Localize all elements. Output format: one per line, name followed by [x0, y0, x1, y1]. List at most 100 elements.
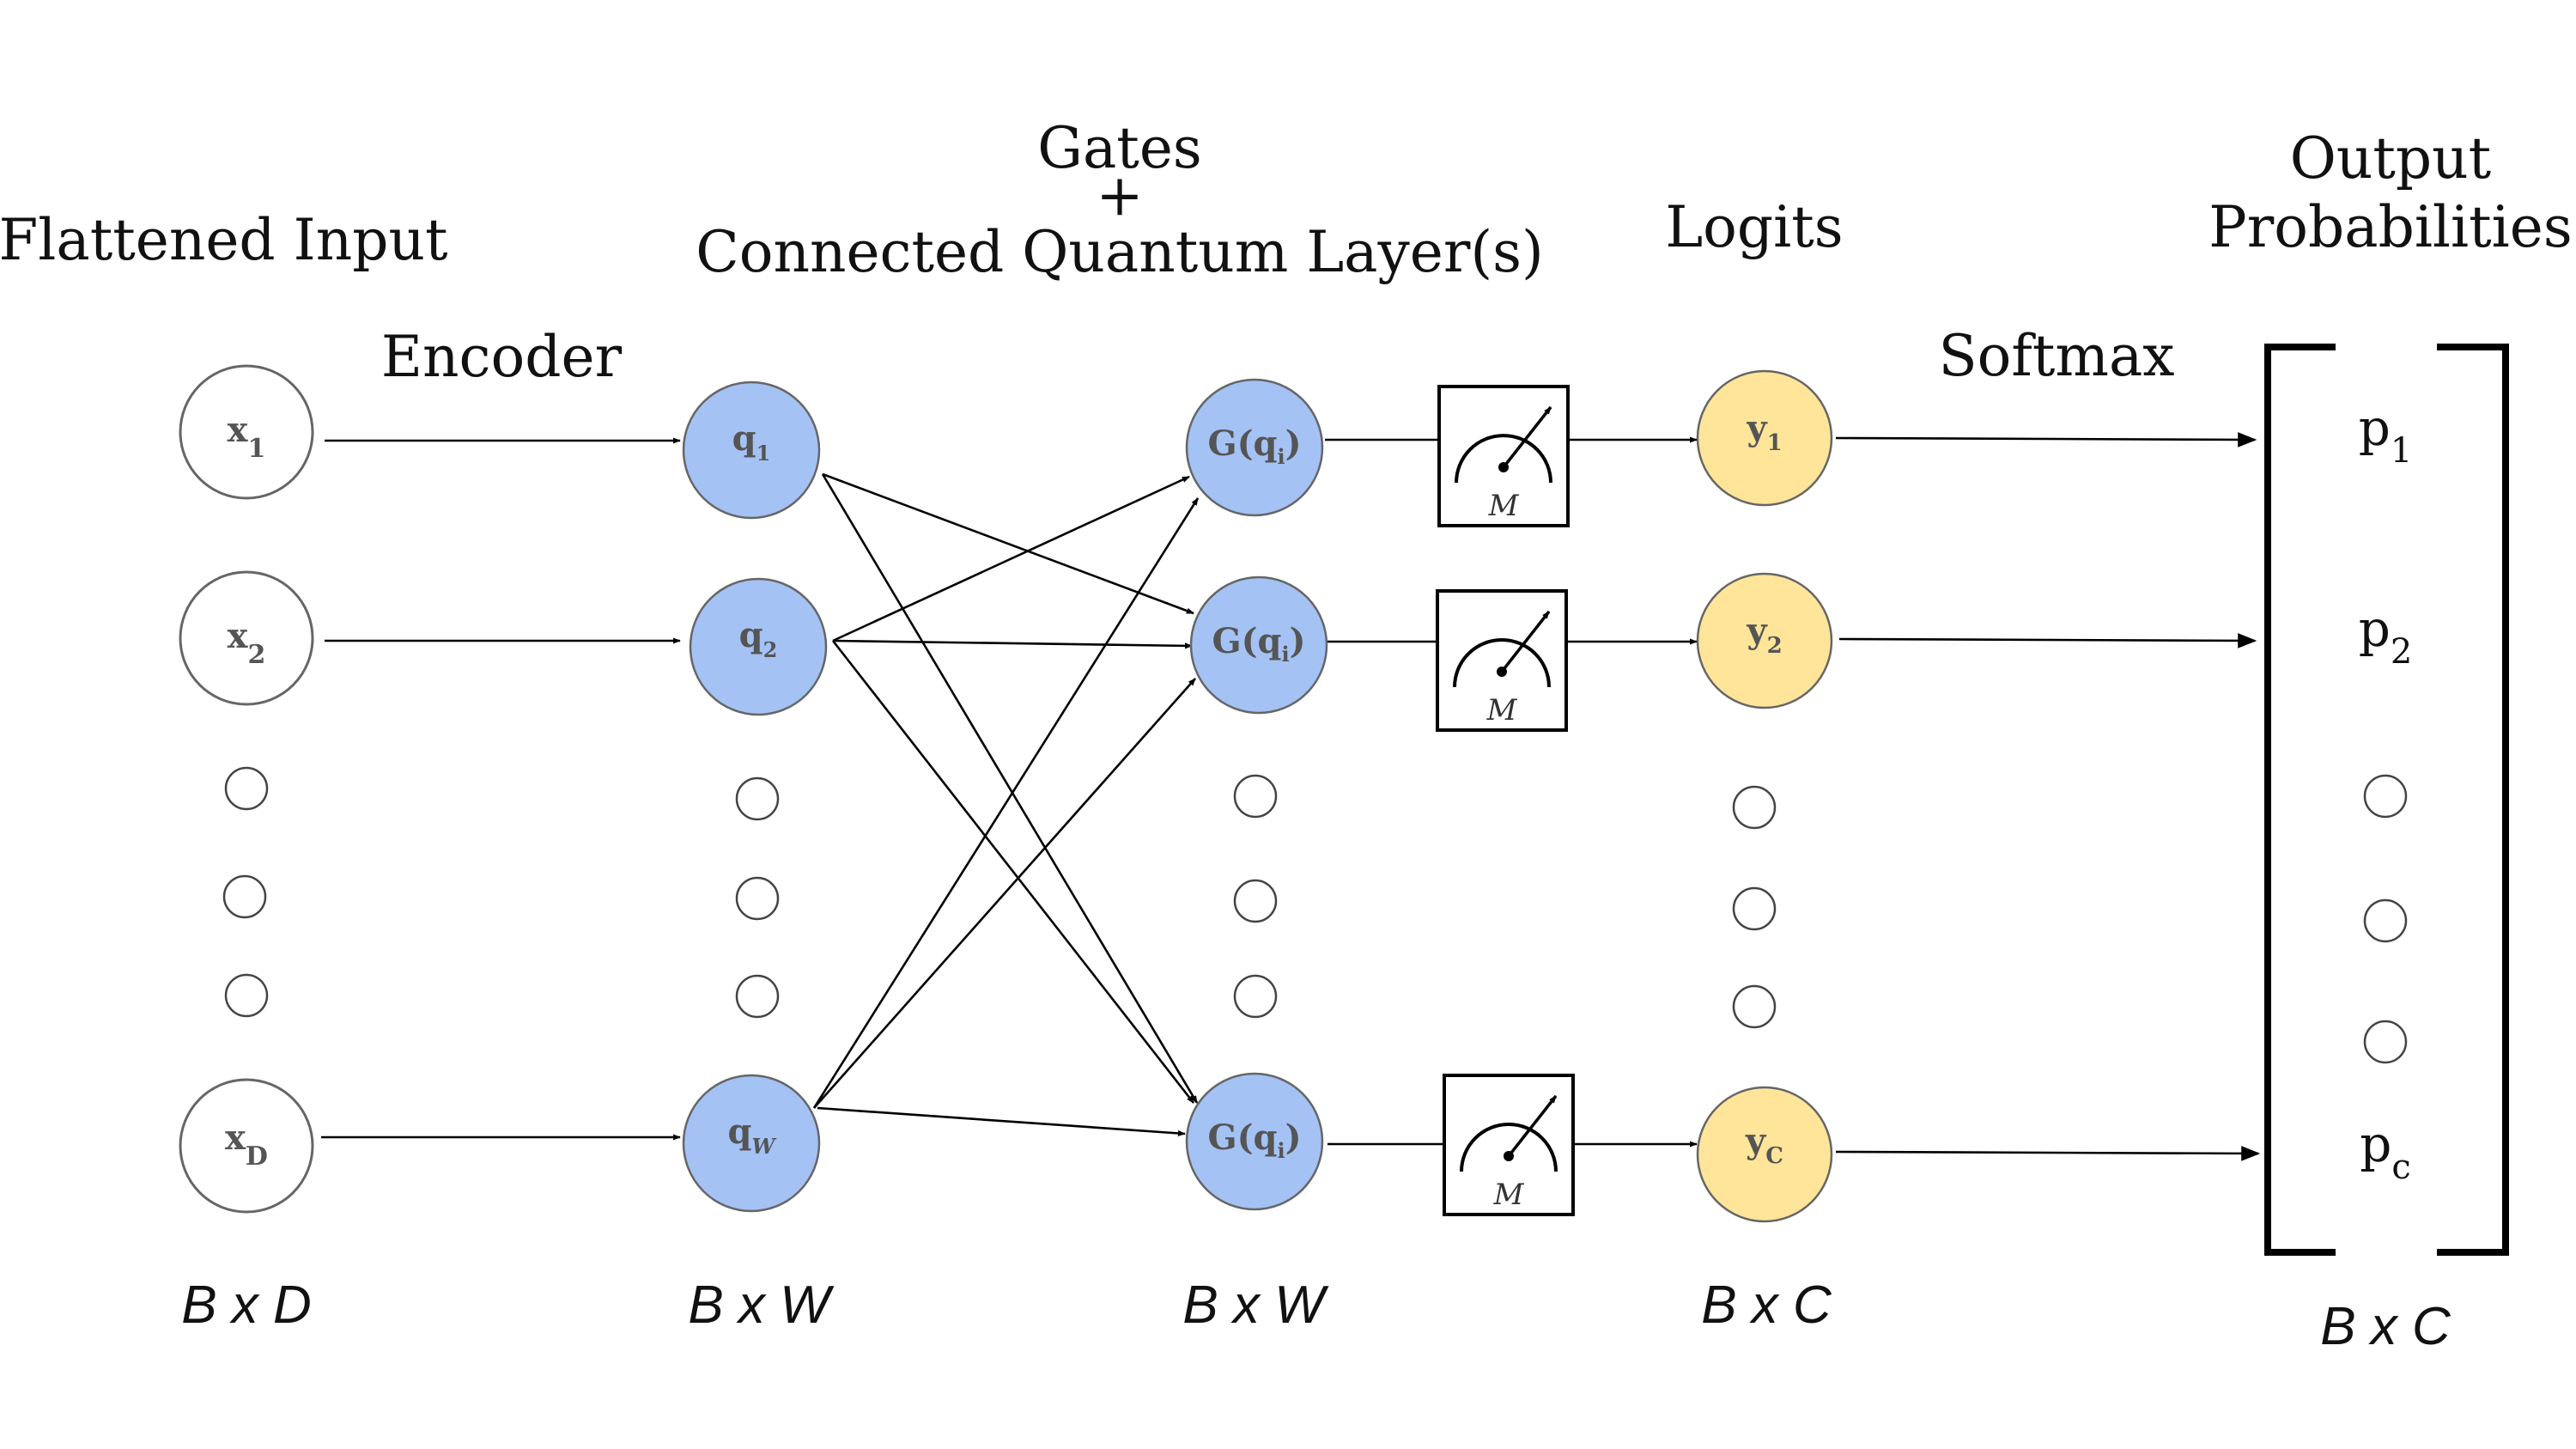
ellipsis-dot	[224, 766, 269, 811]
node-label: xD	[225, 1117, 268, 1172]
input-node-x2: x2	[179, 570, 314, 706]
meter-pivot	[1497, 667, 1507, 677]
heading-encoder: Encoder	[381, 324, 623, 390]
edge-yC-pc	[1835, 1146, 2261, 1161]
meter-needle	[1507, 1094, 1558, 1158]
measurement-meter-icon: M	[1443, 1074, 1575, 1216]
heading-softmax: Softmax	[1938, 323, 2174, 389]
edge-q1-g2	[822, 472, 1194, 615]
meter-pivot	[1498, 462, 1509, 472]
node-circle	[1696, 1086, 1833, 1223]
node-label: G(qi)	[1212, 621, 1305, 667]
ellipsis-dot	[1233, 774, 1278, 819]
node-label: q1	[732, 418, 771, 466]
meter-pivot	[1504, 1151, 1514, 1161]
probability-pc: pc	[2360, 1115, 2411, 1187]
node-circle	[179, 1078, 314, 1214]
measurement-meter-icon: M	[1437, 385, 1570, 527]
node-label: x1	[228, 410, 266, 464]
ellipsis-dot	[1732, 984, 1777, 1029]
meter-dial	[1453, 638, 1551, 688]
ellipsis-dot	[224, 973, 269, 1018]
meter-needle	[1502, 405, 1552, 469]
node-circle	[1696, 572, 1833, 709]
logit-node-y2: y2	[1696, 572, 1833, 709]
node-circle	[179, 570, 314, 706]
node-circle	[1185, 1072, 1324, 1211]
ellipsis-dot	[2363, 898, 2408, 943]
ellipsis-dot	[1732, 785, 1777, 830]
node-circle	[682, 381, 821, 520]
output-column: p1 p2 pc B x C	[2264, 344, 2509, 1356]
edge-q2-g2	[832, 639, 1193, 649]
meter-dial	[1460, 1123, 1558, 1172]
meter-frame	[1437, 385, 1570, 527]
dimension-label-logits: B x C	[1701, 1275, 1832, 1335]
edge-y1-p1	[1835, 432, 2257, 447]
node-label: G(qi)	[1207, 1117, 1301, 1163]
gate-node-3: G(qi)	[1185, 1072, 1324, 1211]
node-label: y1	[1746, 408, 1782, 456]
edge-y2-p2	[1838, 633, 2257, 648]
heading-gates: Gates	[1037, 115, 1202, 181]
ellipsis-dot	[735, 776, 780, 821]
right-bracket	[2437, 344, 2509, 1256]
probability-p1: p1	[2359, 399, 2413, 471]
gate-node-2: G(qi)	[1189, 575, 1328, 715]
dimension-label-input: B x D	[181, 1275, 312, 1335]
logit-node-y1: y1	[1696, 369, 1833, 507]
ellipsis-dot	[2363, 774, 2408, 819]
qubit-node-q2: q2	[689, 577, 828, 716]
measurement-column: M M M	[1436, 385, 1575, 1216]
heading-logits: Logits	[1665, 194, 1843, 260]
node-label: y2	[1746, 611, 1782, 659]
input-node-x1: x1	[179, 364, 314, 500]
dimension-label-gates: B x W	[1182, 1275, 1329, 1335]
probability-p2: p2	[2359, 600, 2413, 672]
heading-gates-plus: +	[1096, 162, 1143, 228]
ellipsis-dot	[222, 874, 267, 919]
meter-label: M	[1493, 1178, 1525, 1212]
input-column: x1 x2 xD B x D	[179, 364, 314, 1335]
edge-qW-g3	[817, 1106, 1186, 1137]
heading-probabilities: Probabilities	[2208, 194, 2572, 260]
ellipsis-dot	[1233, 879, 1278, 923]
node-label: qW	[728, 1111, 777, 1159]
input-node-xD: xD	[179, 1078, 314, 1214]
node-label: x2	[228, 616, 266, 670]
node-label: G(qi)	[1207, 423, 1301, 469]
node-circle	[689, 577, 828, 716]
edge-q2-g1	[832, 475, 1190, 642]
edge-q1-g3	[821, 473, 1199, 1104]
heading-output: Output	[2290, 125, 2491, 192]
node-circle	[1185, 378, 1324, 517]
node-circle	[1189, 575, 1328, 715]
meter-label: M	[1488, 489, 1520, 523]
measurement-meter-icon: M	[1436, 589, 1568, 732]
logits-column: y1 y2 yC B x C	[1696, 369, 1833, 1335]
node-label: q2	[739, 615, 778, 662]
ellipsis-dot	[735, 876, 780, 921]
edge-qW-g2	[813, 678, 1196, 1109]
node-circle	[1696, 369, 1833, 507]
edge-qW-g1	[812, 497, 1200, 1109]
node-label: yC	[1745, 1121, 1783, 1169]
logit-node-yC: yC	[1696, 1086, 1833, 1223]
qubit-node-q1: q1	[682, 381, 821, 520]
left-bracket	[2264, 344, 2336, 1256]
ellipsis-dot	[735, 974, 780, 1019]
gate-node-1: G(qi)	[1185, 378, 1324, 517]
edge-q2-g3	[831, 640, 1195, 1104]
ellipsis-dot	[1732, 886, 1777, 931]
gate-column: G(qi) G(qi) G(qi) B x W	[1182, 378, 1329, 1335]
heading-flattened-input: Flattened Input	[0, 207, 448, 273]
dimension-label-qubits: B x W	[688, 1275, 835, 1335]
node-circle	[179, 364, 314, 500]
ellipsis-dot	[1233, 974, 1278, 1019]
qubit-node-qW: qW	[682, 1074, 821, 1213]
meter-label: M	[1486, 693, 1518, 728]
node-circle	[682, 1074, 821, 1213]
heading-connected-quantum-layers: Connected Quantum Layer(s)	[696, 219, 1544, 285]
dimension-label-output: B x C	[2320, 1297, 2451, 1356]
